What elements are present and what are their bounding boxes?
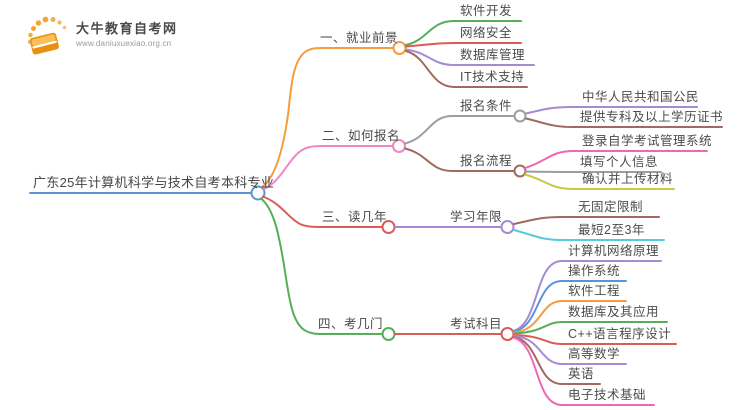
- node-no-fixed-limit: 无固定限制: [578, 200, 644, 214]
- node-electronics-basics: 电子技术基础: [568, 388, 647, 402]
- branch-duration: 三、读几年: [322, 210, 388, 224]
- branch-registration: 二、如何报名: [322, 129, 401, 143]
- branch-employment: 一、就业前景: [320, 31, 399, 45]
- node-software-engineering: 软件工程: [568, 284, 621, 298]
- branch-exam-count: 四、考几门: [318, 317, 384, 331]
- node-english: 英语: [568, 367, 595, 381]
- root-line: [29, 185, 266, 201]
- node-diploma-required: 提供专科及以上学历证书: [580, 110, 724, 124]
- site-url: www.daniuxuexiao.org.cn: [76, 38, 172, 48]
- node-login-system: 登录自学考试管理系统: [582, 134, 713, 148]
- book-sun-icon: [27, 16, 67, 55]
- node-database-management: 数据库管理: [460, 48, 526, 62]
- node-network-security: 网络安全: [460, 26, 513, 40]
- site-name: 大牛教育自考网: [76, 20, 178, 36]
- node-shortest-2-3-years: 最短2至3年: [578, 223, 645, 237]
- logo-text: 大牛教育自考网 www.daniuxuexiao.org.cn: [76, 21, 178, 48]
- node-fill-info: 填写个人信息: [580, 155, 659, 169]
- node-confirm-upload: 确认并上传材料: [582, 172, 674, 186]
- node-study-period: 学习年限: [450, 210, 503, 224]
- node-exam-subjects: 考试科目: [450, 317, 503, 331]
- node-it-support: IT技术支持: [460, 70, 525, 84]
- node-prc-citizen: 中华人民共和国公民: [582, 90, 700, 104]
- node-database-application: 数据库及其应用: [568, 305, 660, 319]
- node-cpp-programming: C++语言程序设计: [568, 327, 672, 341]
- node-computer-network: 计算机网络原理: [568, 244, 660, 258]
- node-registration-conditions: 报名条件: [460, 99, 513, 113]
- branch-registration-lines: [262, 106, 723, 191]
- node-software-dev: 软件开发: [460, 4, 513, 18]
- branch-employment-lines: [261, 20, 535, 188]
- node-advanced-math: 高等数学: [568, 347, 621, 361]
- branch-subjects-lines: [260, 197, 677, 406]
- root-node: 广东25年计算机科学与技术自考本科专业: [33, 175, 275, 190]
- site-logo: 大牛教育自考网 www.daniuxuexiao.org.cn: [24, 11, 178, 57]
- node-registration-process: 报名流程: [460, 154, 513, 168]
- branch-duration-lines: [262, 195, 665, 241]
- node-operating-system: 操作系统: [568, 264, 621, 278]
